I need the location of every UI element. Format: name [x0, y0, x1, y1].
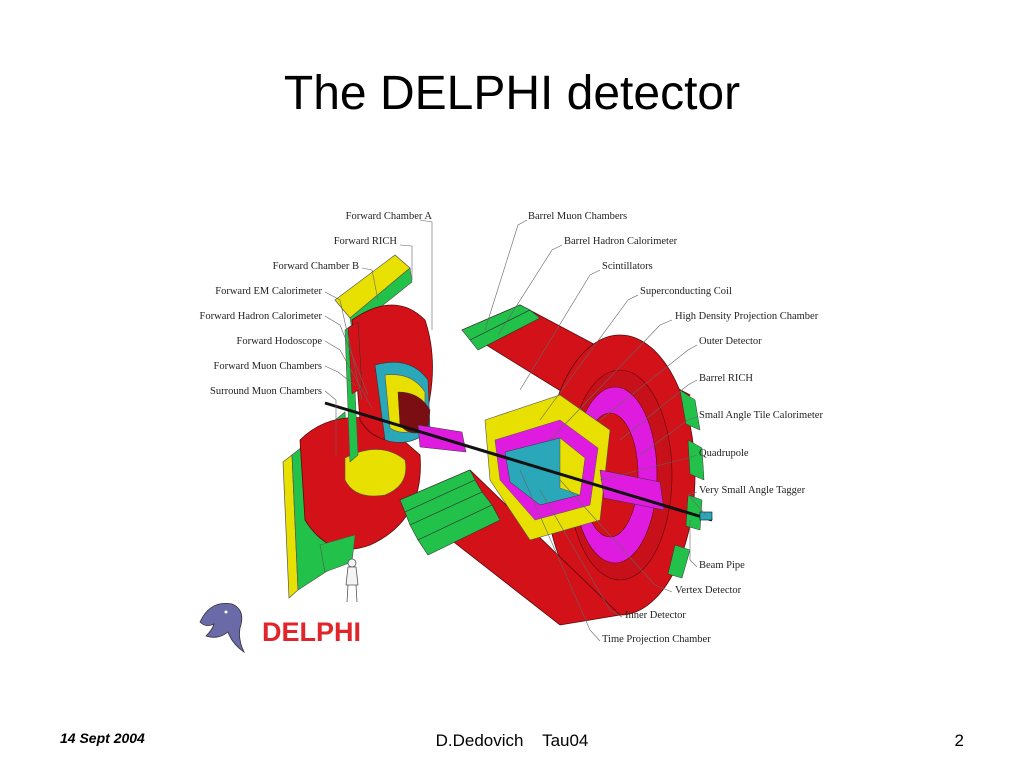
delphi-logo-text: DELPHI — [262, 617, 361, 647]
label-scintillators: Scintillators — [602, 261, 653, 272]
label-high-density-projection-chamber: High Density Projection Chamber — [675, 311, 819, 322]
forward-endcap — [282, 254, 467, 599]
right-leader-lines — [484, 219, 707, 642]
label-quadrupole: Quadrupole — [699, 448, 749, 459]
human-figure — [345, 558, 359, 603]
label-small-angle-tile-calorimeter: Small Angle Tile Calorimeter — [699, 410, 823, 421]
label-outer-detector: Outer Detector — [699, 336, 762, 347]
label-forward-hodoscope: Forward Hodoscope — [237, 336, 323, 347]
footer-date: 14 Sept 2004 — [60, 730, 145, 746]
dolphin-icon — [199, 603, 246, 654]
barrel-cylinder — [399, 304, 705, 626]
right-labels: Barrel Muon Chambers Barrel Hadron Calor… — [528, 211, 823, 645]
label-forward-hadron-calorimeter: Forward Hadron Calorimeter — [200, 311, 323, 322]
left-labels: Forward Chamber A Forward RICH Forward C… — [200, 211, 433, 397]
label-forward-muon-chambers: Forward Muon Chambers — [214, 361, 323, 372]
left-leader-lines — [324, 219, 433, 455]
delphi-logo: DELPHI — [199, 603, 361, 654]
label-surround-muon-chambers: Surround Muon Chambers — [210, 386, 322, 397]
label-superconducting-coil: Superconducting Coil — [640, 286, 732, 297]
label-forward-em-calorimeter: Forward EM Calorimeter — [215, 286, 322, 297]
label-barrel-rich: Barrel RICH — [699, 373, 753, 384]
label-time-projection-chamber: Time Projection Chamber — [602, 634, 711, 645]
label-forward-chamber-b: Forward Chamber B — [273, 261, 359, 272]
footer-author-conference: D.Dedovich Tau04 — [435, 731, 589, 750]
label-barrel-muon-chambers: Barrel Muon Chambers — [528, 211, 627, 222]
label-very-small-angle-tagger: Very Small Angle Tagger — [699, 485, 806, 496]
label-forward-chamber-a: Forward Chamber A — [346, 211, 433, 222]
page-number: 2 — [954, 731, 964, 750]
label-forward-rich: Forward RICH — [334, 236, 398, 247]
label-barrel-hadron-calorimeter: Barrel Hadron Calorimeter — [564, 236, 678, 247]
beam-pipe-line — [324, 401, 713, 522]
label-vertex-detector: Vertex Detector — [675, 585, 742, 596]
slide-title: The DELPHI detector — [283, 67, 741, 120]
label-inner-detector: Inner Detector — [625, 610, 686, 621]
label-beam-pipe: Beam Pipe — [699, 560, 745, 571]
